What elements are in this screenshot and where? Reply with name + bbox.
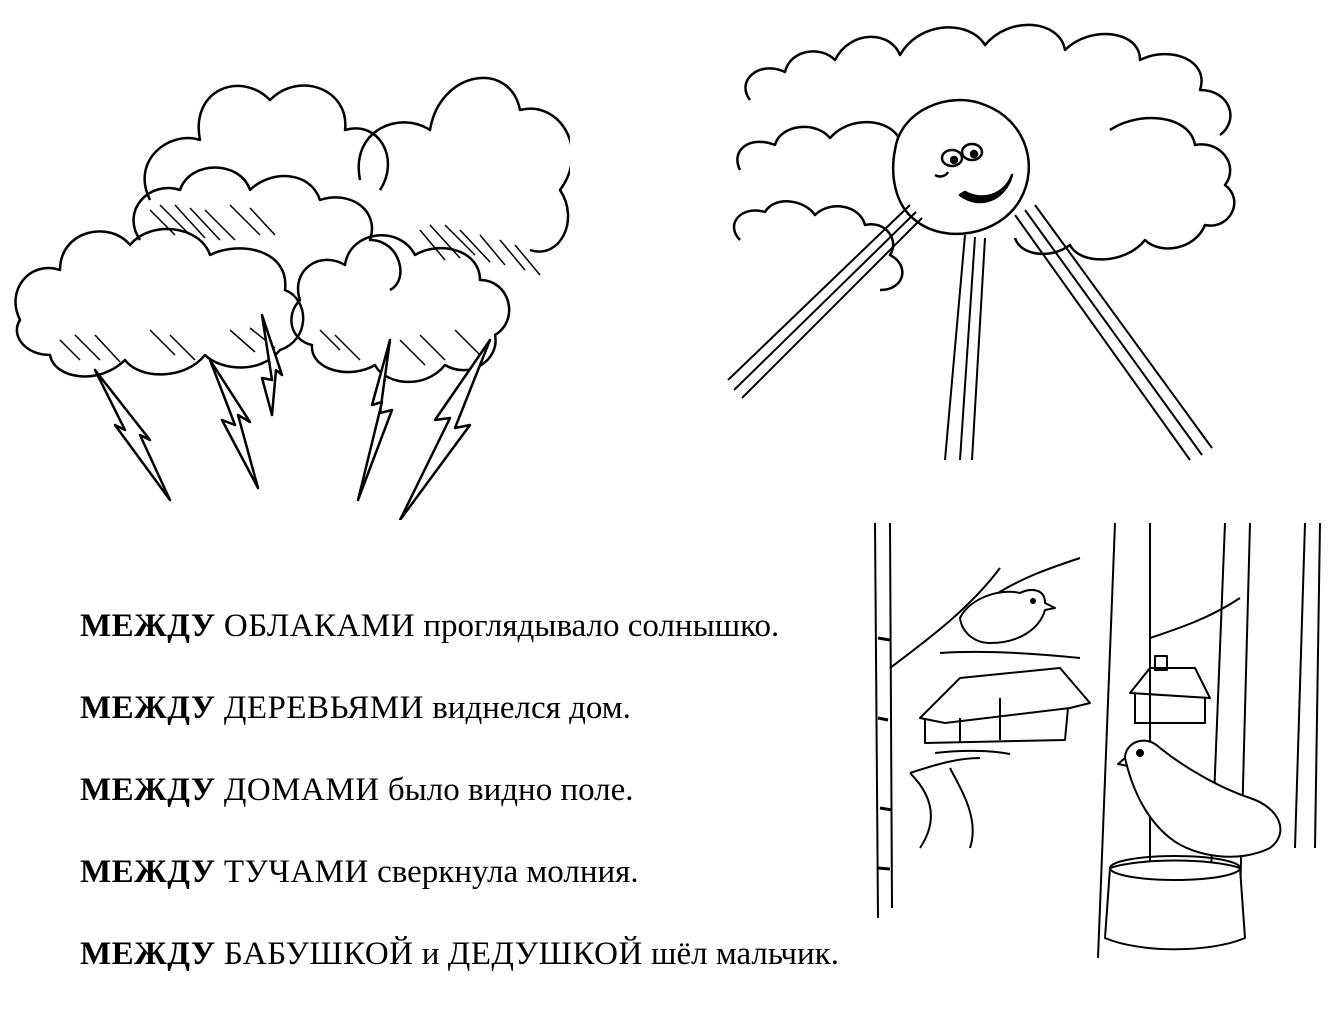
bird-on-stump [1104,739,1282,951]
preposition: МЕЖДУ [80,690,216,726]
noun: ТУЧАМИ [223,854,369,890]
sentence-rest: проглядывало солнышко. [423,608,780,644]
preposition: МЕЖДУ [80,854,216,890]
sentence-3: МЕЖДУ ДОМАМИ было видно поле. [80,770,950,852]
trees [874,522,1321,959]
sentence-2: МЕЖДУ ДЕРЕВЬЯМИ виднелся дом. [80,688,950,770]
lightning-bolt [93,368,172,502]
preposition: МЕЖДУ [80,608,216,644]
cloud-front-right [290,234,511,384]
house-roof [1129,667,1211,699]
cloud-back-right [357,76,570,253]
cloud-back-left [143,84,390,201]
lightning-bolt [260,313,284,417]
sun-clouds-illustration [720,0,1300,470]
noun: БАБУШКОЙ [223,936,414,972]
sentence-5: МЕЖДУ БАБУШКОЙ и ДЕДУШКОЙ шёл мальчик. [80,934,950,1016]
noun-2: ДЕДУШКОЙ [447,936,643,972]
sentence-list: МЕЖДУ ОБЛАКАМИ проглядывало солнышко. МЕ… [80,606,950,1016]
houses [919,655,1211,744]
lightning-bolt [398,338,492,520]
house-wall [924,707,1069,744]
cloud-front-left [14,227,305,378]
cloud-shading [59,204,541,366]
sun-circle [891,98,1030,235]
cloud-top [744,23,1232,136]
forest-path [909,749,1011,849]
preposition: МЕЖДУ [80,936,216,972]
sun-mouth [958,173,1014,204]
cloud-bottom [736,116,1236,261]
sun-eye-right [960,142,984,162]
bird-on-branch [939,589,1081,659]
tree-stump [1104,859,1246,951]
cloud-middle [132,166,402,292]
birch-trunk [874,522,893,919]
sentence-1: МЕЖДУ ОБЛАКАМИ проглядывало солнышко. [80,606,950,688]
conjunction: и [421,936,440,972]
lightning-bolt [356,338,394,502]
noun: ОБЛАКАМИ [223,608,416,644]
sentence-rest: шёл мальчик. [651,936,839,972]
sentence-4: МЕЖДУ ТУЧАМИ сверкнула молния. [80,852,950,934]
tree-trunk [1294,522,1321,849]
sentence-rest: сверкнула молния. [377,854,639,890]
sun-eye-left [940,148,964,168]
noun: ДЕРЕВЬЯМИ [223,690,424,726]
noun: ДОМАМИ [223,772,380,808]
sentence-rest: виднелся дом. [432,690,631,726]
lightning-bolts [93,313,492,520]
lightning-bolt [208,358,260,490]
sentence-rest: было видно поле. [387,772,634,808]
forest-birds-illustration [850,518,1337,967]
house-roof [919,667,1091,724]
sun-face [891,98,1030,235]
sun-rays [727,204,1213,461]
preposition: МЕЖДУ [80,772,216,808]
storm-clouds-illustration [0,30,570,520]
